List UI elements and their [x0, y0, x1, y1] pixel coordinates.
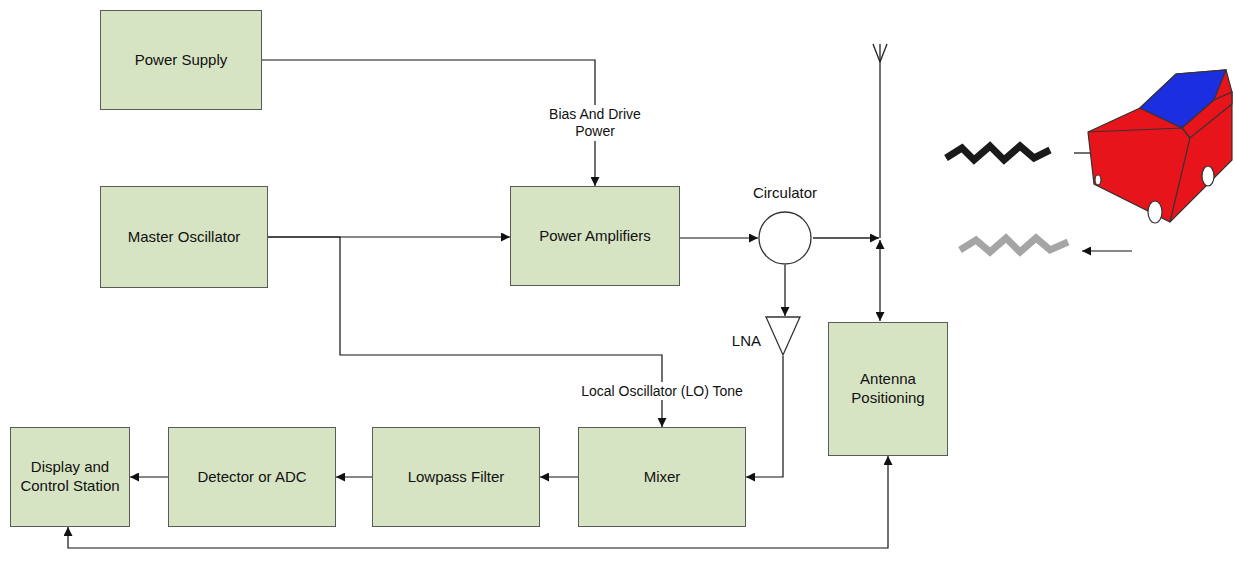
block-label: Power Supply — [135, 51, 228, 70]
mixer-box: Mixer — [578, 427, 746, 527]
echo-wave — [960, 238, 1068, 252]
signal-connector — [746, 356, 783, 477]
echo-arrow — [1082, 250, 1132, 251]
block-label: Antenna Positioning — [835, 370, 941, 408]
signal-connector — [540, 476, 578, 477]
block-label: Mixer — [644, 468, 681, 487]
display-box: Display and Control Station — [10, 427, 130, 527]
component-label: LNA — [732, 332, 761, 351]
signal-label: Bias And Drive Power — [546, 105, 644, 141]
block-label: Lowpass Filter — [408, 468, 505, 487]
block-label: Display and Control Station — [17, 458, 123, 496]
amplifier-triangle — [765, 316, 801, 356]
antenna-feed — [813, 237, 879, 238]
signal-connector — [680, 237, 758, 238]
antenna-symbol — [873, 44, 887, 238]
circulator-circle: Circulator — [758, 211, 812, 265]
car-target — [1088, 70, 1232, 223]
block-label: Detector or ADC — [197, 468, 306, 487]
filter-box: Lowpass Filter — [372, 427, 540, 527]
lna-triangle: LNA — [765, 316, 801, 356]
oscillator-box: Master Oscillator — [100, 186, 268, 288]
detector-box: Detector or ADC — [168, 427, 336, 527]
block-label: Power Amplifiers — [539, 227, 651, 246]
amplifier-box: Power Amplifiers — [510, 186, 680, 286]
signal-label: Local Oscillator (LO) Tone — [578, 382, 746, 401]
supply-box: Power Supply — [100, 10, 262, 110]
component-label: Circulator — [753, 184, 817, 203]
signal-connector — [130, 476, 168, 477]
antenna-mount-link — [879, 240, 880, 321]
positioning-box: Antenna Positioning — [828, 322, 948, 456]
block-label: Master Oscillator — [128, 228, 241, 247]
transmitted-wave — [946, 146, 1050, 160]
signal-connector — [336, 476, 372, 477]
circle-outline — [758, 211, 812, 265]
signal-connector — [784, 265, 785, 316]
